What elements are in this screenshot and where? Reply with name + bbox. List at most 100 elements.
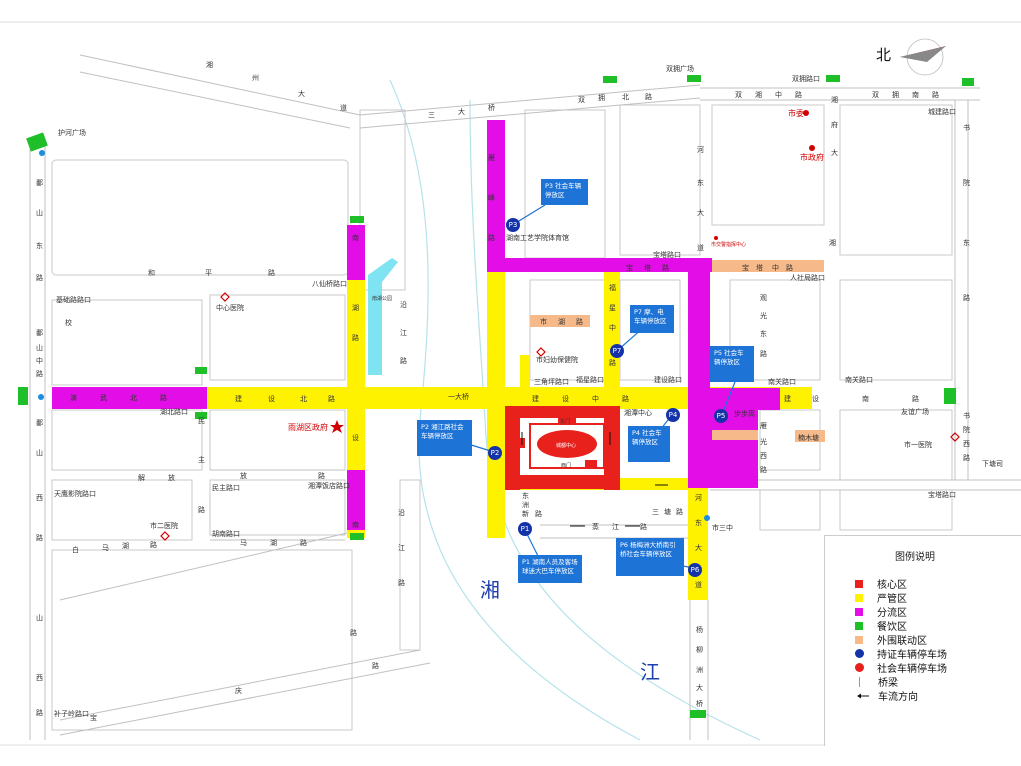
road-label-sandaqiao-3: 桥 <box>488 103 495 112</box>
road-label-minzhu-1: 民 <box>198 417 205 425</box>
road-label-fuqiao-2: 星 <box>609 304 616 312</box>
legend-swatch-food <box>855 621 863 630</box>
road-label-baota-zhong-2: 塔 <box>756 263 763 272</box>
place-label-hubei-junction: 湖北路口 <box>160 407 188 416</box>
parking-marker-p3[interactable]: P3 <box>506 218 520 232</box>
road-label-zhengshan-mid-2: 山 <box>36 343 43 352</box>
road-label-shuyuan-xi-1: 书 <box>963 411 970 420</box>
road-label-yanjiang-s-2: 江 <box>398 544 405 552</box>
parking-marker-p1[interactable]: P1 <box>518 522 532 536</box>
road-label-zhengjiang-2: 江 <box>612 523 619 531</box>
parking-marker-p6[interactable]: P6 <box>688 563 702 577</box>
place-label-second-hospital: 市二医院 <box>150 521 178 530</box>
road-label-renmin-2: 南 <box>352 520 359 529</box>
road-label-shuangyong-bei-2: 拥 <box>598 93 605 102</box>
place-label-renshe-junction: 人社局路口 <box>790 273 825 282</box>
road-label-fuqiao-3: 中 <box>609 323 616 332</box>
road-label-yangliu-4: 大 <box>696 683 703 692</box>
legend-label-flow: 车流方向 <box>878 692 918 703</box>
road-label-hedong-s-4: 道 <box>695 580 702 589</box>
road-label-baoqing-3: 路 <box>350 628 357 637</box>
place-label-baxianqiao-junction: 八仙桥路口 <box>312 279 347 288</box>
road-label-zhengshan-mid-4: 路 <box>36 369 43 378</box>
road-label-hedong-s-1: 河 <box>695 494 702 502</box>
road-label-shuangyong-nan-4: 路 <box>932 90 939 99</box>
legend-title: 图例说明 <box>895 552 935 563</box>
road-label-shuangyong-nan-2: 拥 <box>892 90 899 99</box>
river-label-jiang: 江 <box>640 660 660 684</box>
road-label-jianshe-bei-1: 建 <box>235 394 242 403</box>
legend-item-pass-parking: 持证车辆停车场 <box>855 646 947 661</box>
road-label-fuzhou-1: 湘 <box>206 60 213 69</box>
road-label-yanjiang-3: 路 <box>400 356 407 365</box>
road-label-baota-2: 塔 <box>644 263 651 272</box>
road-label-shuangyong-zhong-1: 双 <box>735 91 742 99</box>
road-label-heping-1: 和 <box>148 268 155 277</box>
road-label-yanguang-3: 东 <box>760 329 767 338</box>
road-label-xiangfu-1: 湘 <box>831 95 838 104</box>
parking-box-p6: P6 杨梅洲大桥南引桥社会车辆停放区 <box>616 538 684 576</box>
parking-marker-p4[interactable]: P4 <box>666 408 680 422</box>
legend-swatch-diversion <box>855 607 863 616</box>
road-label-shuangyong-bei-3: 北 <box>622 93 629 101</box>
place-label-first-hospital: 市一医院 <box>904 440 932 449</box>
road-label-yanjiang-2: 江 <box>400 329 407 337</box>
parking-marker-p5[interactable]: P5 <box>714 409 728 423</box>
parking-marker-p2[interactable]: P2 <box>488 446 502 460</box>
road-label-jiefang-1: 解 <box>138 473 145 482</box>
road-label-sandaqiao-2: 大 <box>458 107 465 116</box>
road-label-shuyuan-2: 院 <box>963 178 970 187</box>
parking-box-p3: P3 社会车辆停放区 <box>541 179 588 205</box>
place-label-stadium-center: 城都中心 <box>556 442 576 449</box>
road-label-yanguang-2: 光 <box>760 311 767 320</box>
road-label-hedong-2: 东 <box>697 178 704 187</box>
legend-label-pass-parking: 持证车辆停车场 <box>877 650 947 661</box>
road-label-zhengjiang-1: 蒸 <box>592 522 599 531</box>
road-label-yangliu-1: 杨 <box>696 625 703 634</box>
place-label-xiangtan-center: 湘潭中心 <box>624 408 652 417</box>
road-label-dongzhou-3: 新 <box>522 509 529 518</box>
road-label-baota-zhong-3: 中 <box>772 263 779 272</box>
road-label-jianshe-nan-4: 路 <box>912 394 919 403</box>
road-label-jianshe-bei-4: 路 <box>328 394 335 403</box>
road-label-yidaqiao: 一大桥 <box>448 392 469 401</box>
road-label-yanguang-4: 路 <box>760 349 767 358</box>
place-label-jianshe-junction: 建设路口 <box>654 375 682 384</box>
parking-marker-p7[interactable]: P7 <box>610 344 624 358</box>
place-label-baota-junction-s: 宝塔路口 <box>928 490 956 499</box>
road-label-jianshe-nan-1: 建 <box>784 394 791 403</box>
legend-label-public-parking: 社会车辆停车场 <box>877 664 947 675</box>
place-label-city-government: 市政府 <box>800 152 824 162</box>
road-label-yanguang-xi-3: 西 <box>760 452 767 460</box>
road-label-zhengshan-3: 东 <box>36 241 43 250</box>
legend-item-public-parking: 社会车辆停车场 <box>855 660 947 675</box>
legend-label-outer: 外围联动区 <box>877 636 927 647</box>
road-label-xiangfu-2: 府 <box>831 120 838 129</box>
place-label-minzhu-junction: 民主路口 <box>212 483 240 492</box>
road-label-zhengshan-xi-7: 路 <box>36 708 43 717</box>
road-label-shuangyong-zhong-4: 路 <box>795 90 802 99</box>
road-label-xiangtan-da-1: 湘 <box>829 238 836 247</box>
road-label-jianshe-nan-3: 南 <box>862 394 869 403</box>
road-label-shiji-1: 市 <box>540 317 547 326</box>
road-label-yanbao-3: 北 <box>130 394 137 402</box>
road-label-renmin-1: 设 <box>352 433 359 442</box>
place-label-xiatangsi: 下塘司 <box>982 459 1003 468</box>
place-label-buziling-junction: 补子岭路口 <box>54 709 89 718</box>
flow-arrow-icon <box>857 693 869 698</box>
road-label-shuangyong-nan-1: 双 <box>872 91 879 99</box>
road-label-zhengshan-2: 山 <box>36 208 43 217</box>
place-label-shuangyong-square: 双拥广场 <box>666 64 694 73</box>
road-label-sanpao-1: 三 <box>652 508 659 516</box>
legend-dot-pass-parking <box>855 649 864 658</box>
road-label-jianshe-zhong-2: 设 <box>562 394 569 403</box>
road-label-hedong-3: 大 <box>697 208 704 217</box>
place-label-huhe-square: 护河广场 <box>58 128 86 137</box>
place-label-east-gate: 东门 <box>560 418 570 425</box>
place-label-west-gate: 西门 <box>561 462 571 469</box>
place-label-gym: 湖南工艺学院体育馆 <box>506 233 569 242</box>
road-label-zhengshan-xi-2: 山 <box>36 448 43 457</box>
road-label-zhengjiang-3: 路 <box>640 522 647 531</box>
